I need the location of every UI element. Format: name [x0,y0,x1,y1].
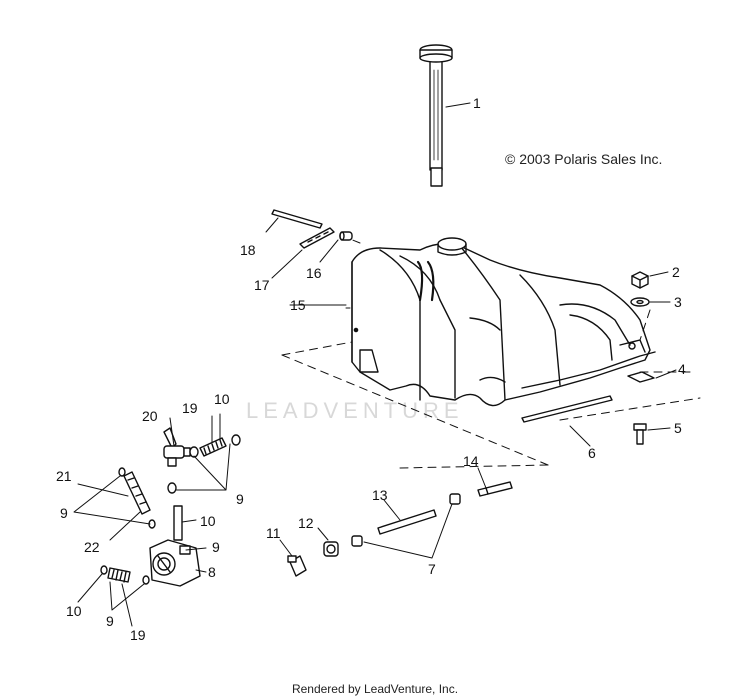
callout-12: 12 [298,515,314,531]
callout-21: 21 [56,468,72,484]
callout-15: 15 [290,297,306,313]
callout-9-top: 9 [236,491,244,507]
callout-labels: 1 2 3 4 5 6 7 8 9 9 9 9 10 10 10 11 12 1… [56,95,686,643]
part-fuel-sender [419,44,453,187]
callout-10-top: 10 [214,391,230,407]
part-hose-22 [118,467,156,529]
callout-19-bottom: 19 [130,627,146,643]
part-grommet-12 [323,541,339,557]
callout-9-left: 9 [60,505,68,521]
part-clamps-top [167,434,241,494]
callout-4: 4 [678,361,686,377]
callout-18: 18 [240,242,256,258]
callout-7: 7 [428,561,436,577]
callout-9-bottom: 9 [106,613,114,629]
callout-6: 6 [588,445,596,461]
callout-1: 1 [473,95,481,111]
part-fitting-11 [287,555,307,577]
part-washer [630,297,650,307]
part-caps-7 [351,493,461,547]
callout-8: 8 [208,564,216,580]
callout-3: 3 [674,294,682,310]
callout-10-bottom: 10 [66,603,82,619]
part-strap-17 [299,227,335,249]
leader-lines [73,102,677,627]
part-clip-16 [339,231,353,241]
part-hose-19-top [199,437,227,457]
callout-17: 17 [254,277,270,293]
callout-22: 22 [84,539,100,555]
part-pad [627,371,655,383]
part-fuel-tank [351,237,656,407]
callout-19-top: 19 [182,400,198,416]
part-valve-20 [163,427,191,467]
part-pin-14 [477,481,513,497]
callout-14: 14 [463,453,479,469]
callout-2: 2 [672,264,680,280]
part-hose-19-bottom [100,565,150,585]
part-nut [631,271,649,289]
part-rod-18 [271,209,323,229]
callout-10-tube: 10 [200,513,216,529]
callout-9-petcock: 9 [212,539,220,555]
part-rod-13 [377,509,437,535]
part-petcock-8 [149,539,201,587]
part-bolt [633,423,647,445]
part-strip [521,395,613,423]
callout-5: 5 [674,420,682,436]
callout-11: 11 [266,525,281,541]
callout-20: 20 [142,408,158,424]
part-tube-10 [173,505,183,541]
footer-credit: Rendered by LeadVenture, Inc. [291,682,459,696]
copyright-notice: © 2003 Polaris Sales Inc. [505,151,663,167]
alignment-lines [281,234,701,469]
callout-13: 13 [372,487,388,503]
watermark-text: LEADVENTURE [246,398,464,423]
callout-16: 16 [306,265,322,281]
